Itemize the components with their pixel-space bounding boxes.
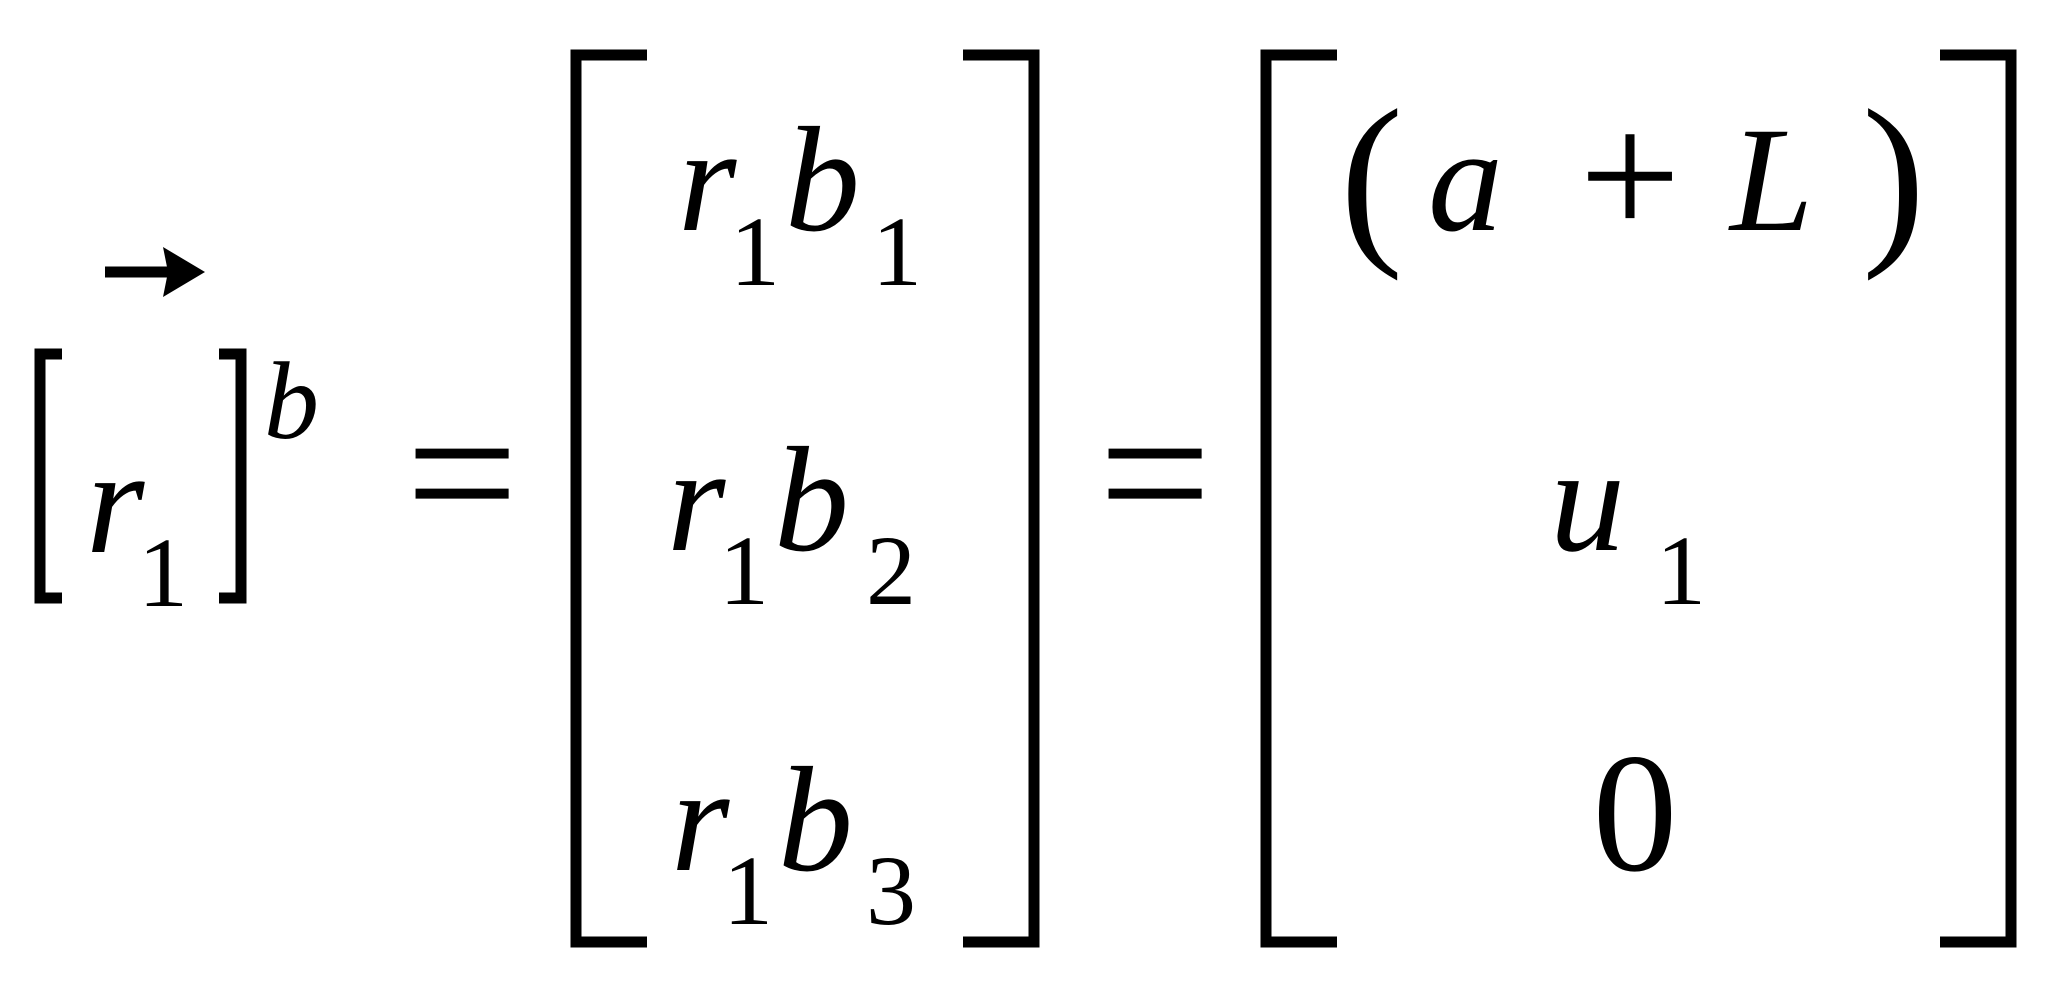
row1-symbol-subscript: 1: [730, 196, 780, 307]
row2-symbol: r: [667, 417, 726, 583]
middle-matrix-right-bracket: [963, 49, 1040, 948]
right-matrix-right-bracket: [1940, 49, 2017, 948]
row2-component: b: [774, 417, 849, 583]
row2-component-subscript: 2: [866, 515, 916, 626]
right-matrix-row-1: ( a + L ): [1340, 72, 1925, 282]
right-matrix-row-2: u 1: [1550, 417, 1706, 626]
equals-sign-1: =: [406, 363, 519, 584]
row1-open-paren: (: [1340, 72, 1403, 282]
row3-zero: 0: [1593, 719, 1678, 907]
row3-symbol-subscript: 1: [723, 835, 773, 946]
lhs-frame-superscript: b: [264, 340, 319, 462]
lhs-vector-symbol: r: [86, 419, 145, 585]
middle-matrix-left-bracket: [570, 49, 647, 948]
row1-symbol: r: [678, 97, 737, 263]
row1-component-subscript: 1: [872, 196, 922, 307]
row1-a: a: [1428, 97, 1503, 263]
equals-sign-2: =: [1099, 363, 1212, 584]
row1-plus: +: [1579, 76, 1681, 275]
row2-u-subscript: 1: [1656, 515, 1706, 626]
row1-close-paren: ): [1862, 72, 1925, 282]
middle-matrix-row-1: r 1 b 1: [678, 97, 922, 307]
row1-component: b: [785, 97, 860, 263]
right-matrix-row-3: 0: [1593, 719, 1678, 907]
row1-L: L: [1728, 97, 1813, 263]
row3-component-subscript: 3: [866, 835, 916, 946]
row2-u: u: [1550, 417, 1625, 583]
row2-symbol-subscript: 1: [719, 515, 769, 626]
vector-arrow: [105, 247, 205, 297]
lhs-right-bracket: [219, 348, 247, 604]
row3-symbol: r: [671, 737, 730, 903]
middle-matrix-row-2: r 1 b 2: [667, 417, 916, 626]
row3-component: b: [778, 737, 853, 903]
lhs-vector-subscript: 1: [138, 517, 188, 628]
lhs-left-bracket: [34, 348, 62, 604]
right-matrix-left-bracket: [1260, 49, 1337, 948]
middle-matrix-row-3: r 1 b 3: [671, 737, 916, 946]
